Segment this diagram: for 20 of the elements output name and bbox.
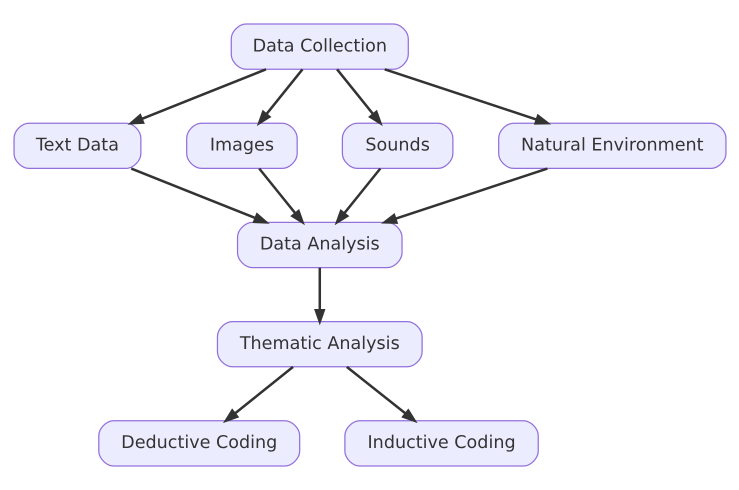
arrow [334,168,381,226]
node-box: Images [186,122,298,170]
arrow [258,168,304,226]
arrow [222,366,294,424]
arrow [336,68,382,126]
node-box: Thematic Analysis [216,320,422,368]
arrow [127,68,266,125]
node-box: Text Data [12,122,141,170]
arrow [256,68,303,126]
arrow [380,167,548,224]
node-box: Data Collection [230,23,408,70]
arrow [130,167,270,224]
arrow [384,68,551,125]
node-box: Sounds [341,122,453,170]
node-box: Data Analysis [236,222,402,268]
arrow [314,268,325,326]
arrow [346,366,418,424]
node-box: Deductive Coding [98,420,300,467]
node-box: Inductive Coding [344,420,538,467]
node-box: Natural Environment [498,122,726,170]
